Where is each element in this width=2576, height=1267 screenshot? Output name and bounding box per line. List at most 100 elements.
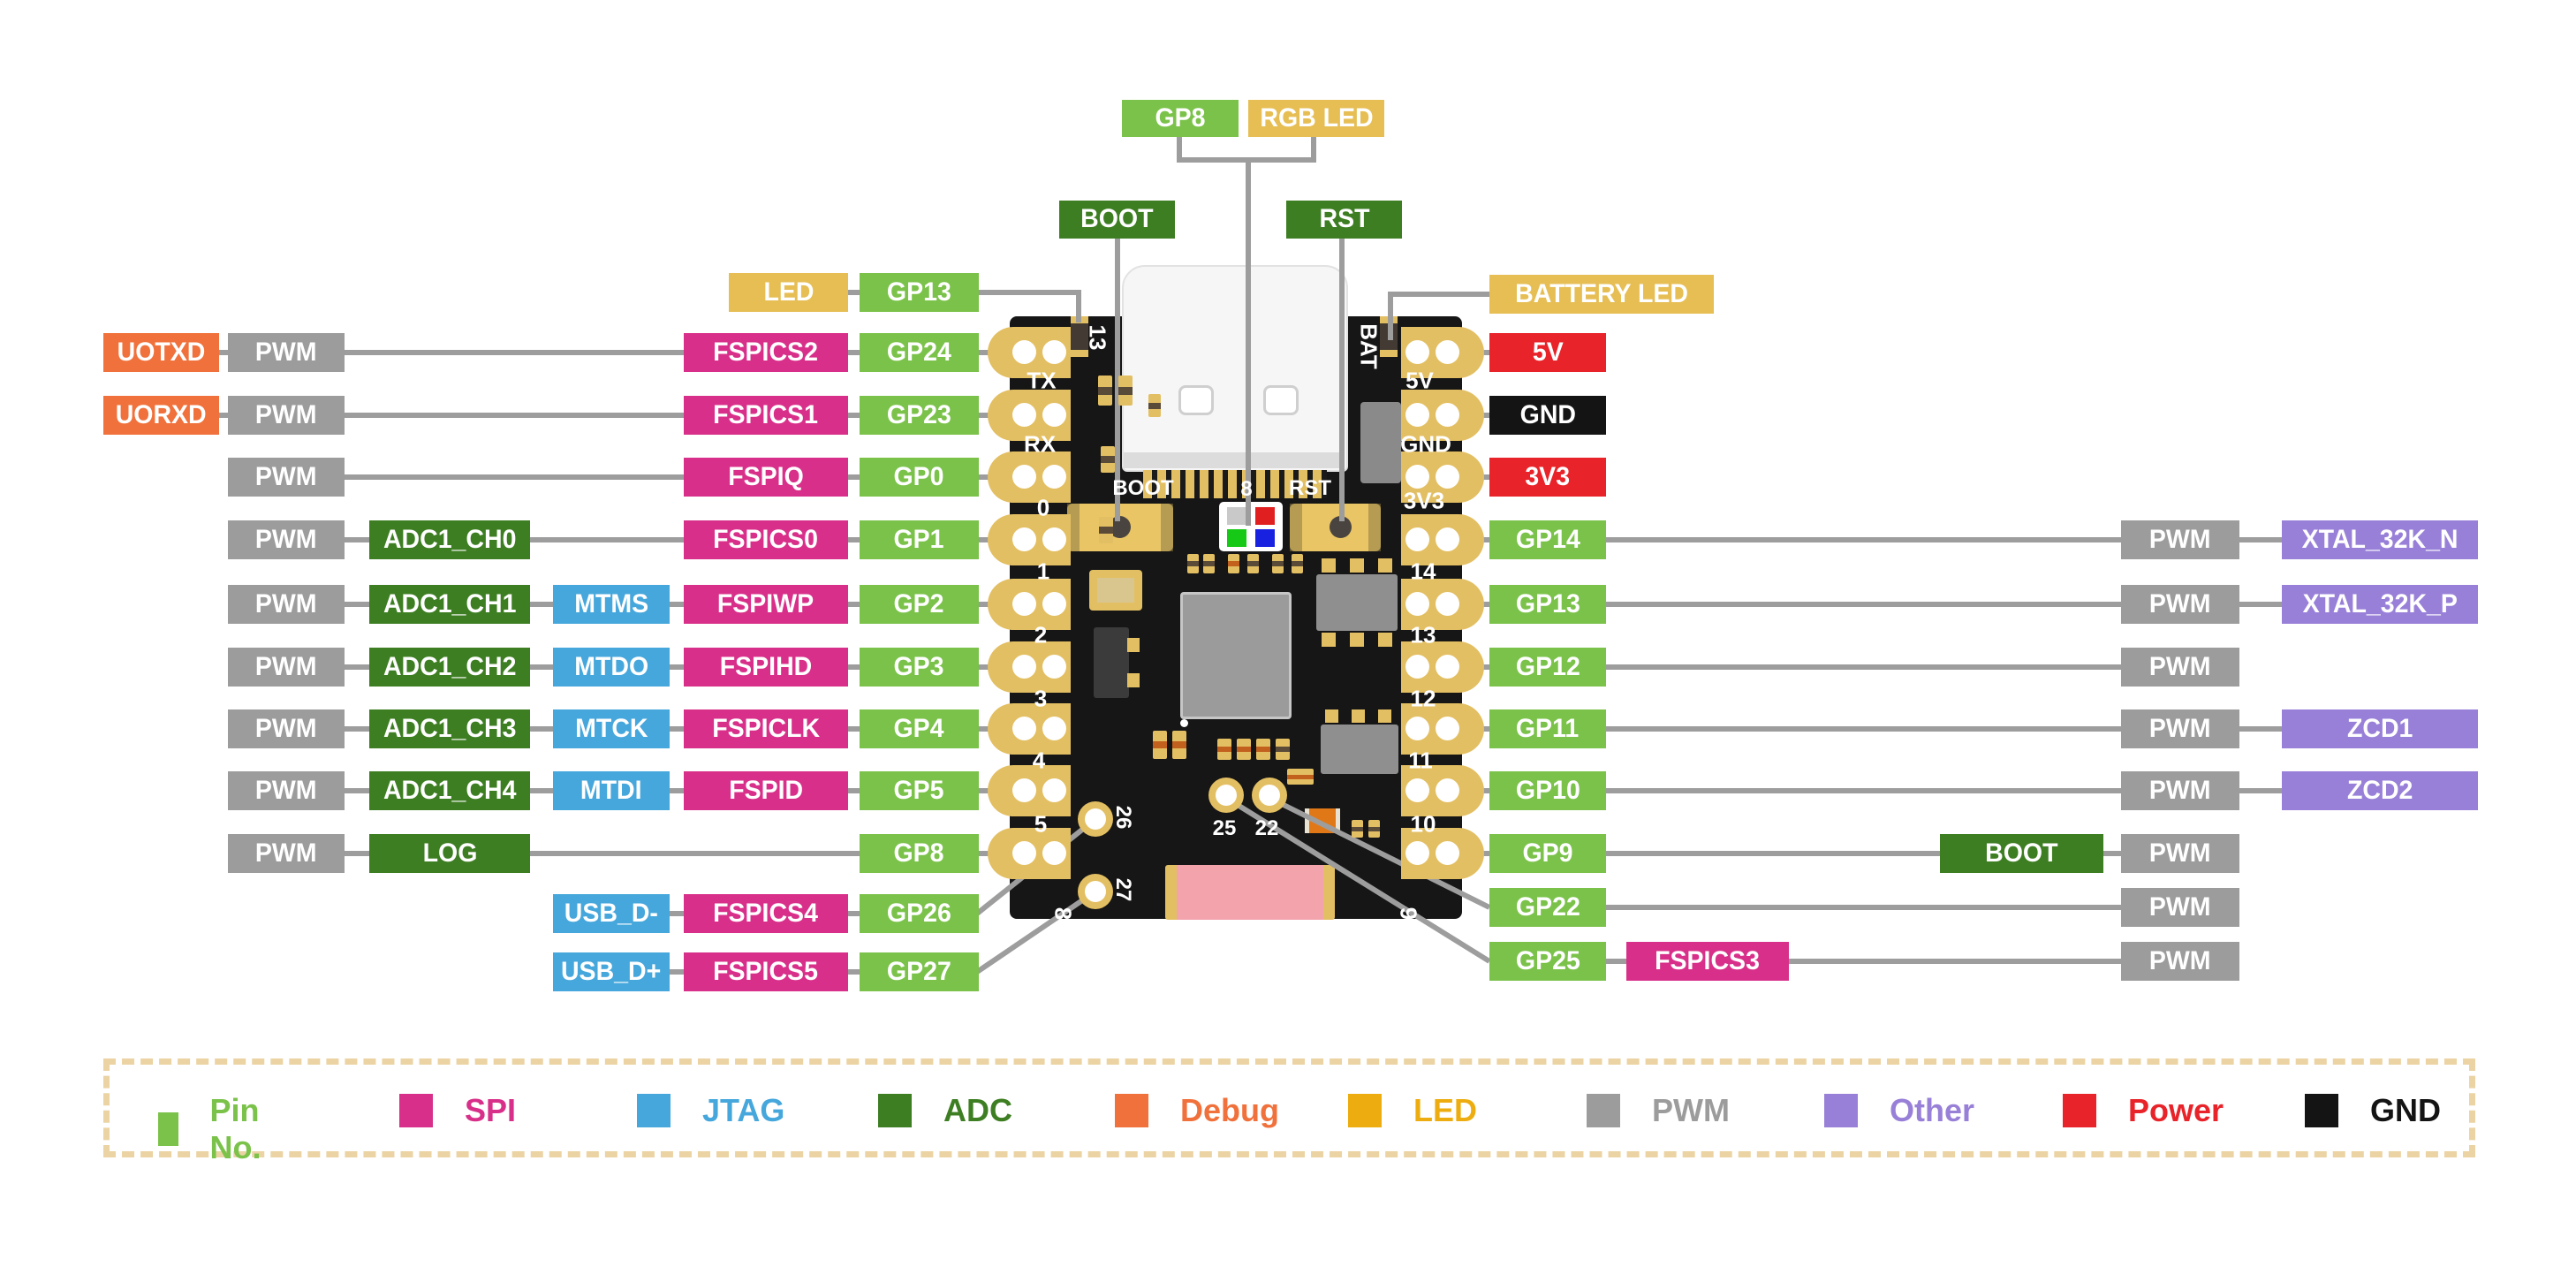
legend-swatch bbox=[637, 1094, 671, 1127]
legend-label: GND bbox=[2370, 1092, 2441, 1128]
wire-link bbox=[846, 474, 861, 480]
wire-link bbox=[343, 664, 371, 670]
pin-label-pwm: PWM bbox=[2121, 942, 2239, 981]
pin-label-gp3: GP3 bbox=[860, 648, 979, 687]
wire-link bbox=[528, 851, 861, 856]
wire-link bbox=[528, 537, 686, 542]
pin-label-text: BOOT bbox=[1985, 838, 2058, 868]
pin-label-gp11: GP11 bbox=[1489, 709, 1606, 748]
pin-label-gp2: GP2 bbox=[860, 585, 979, 624]
wire-link bbox=[846, 290, 861, 295]
wire-gp22 bbox=[1268, 795, 1491, 910]
pin-label-text: GP26 bbox=[887, 899, 951, 928]
pin-label-adc1-ch2: ADC1_CH2 bbox=[369, 648, 530, 687]
pin-label-text: FSPICS1 bbox=[713, 400, 819, 429]
legend-label: ADC bbox=[943, 1092, 1012, 1128]
pin-label-text: GP0 bbox=[893, 462, 945, 491]
pin-label-fspics3: FSPICS3 bbox=[1626, 942, 1789, 981]
pin-label-gp9: GP9 bbox=[1489, 834, 1606, 873]
wire-link bbox=[668, 602, 686, 607]
pin-label-text: MTCK bbox=[574, 714, 648, 743]
pin-label-rgb-led: RGB LED bbox=[1248, 100, 1384, 137]
pin-label-text: BATTERY LED bbox=[1515, 279, 1688, 308]
pin-label-text: GP10 bbox=[1515, 776, 1580, 805]
pin-label-text: 3V3 bbox=[1525, 462, 1571, 491]
pin-label-text: GP5 bbox=[893, 776, 945, 805]
legend-item-led: LED bbox=[1348, 1092, 1477, 1129]
pin-label-gp10: GP10 bbox=[1489, 771, 1606, 810]
pin-label-pwm: PWM bbox=[228, 834, 345, 873]
pin-label-mtdo: MTDO bbox=[553, 648, 670, 687]
pin-label-text: GP27 bbox=[887, 957, 951, 986]
pin-label-zcd2: ZCD2 bbox=[2282, 771, 2478, 810]
legend-swatch bbox=[878, 1094, 912, 1127]
regulator-1-pins bbox=[1322, 558, 1392, 573]
wire-link bbox=[343, 788, 371, 793]
pin-label-fspid: FSPID bbox=[684, 771, 848, 810]
wire-link bbox=[846, 969, 861, 975]
wire-link bbox=[846, 602, 861, 607]
wire-gp26 bbox=[975, 816, 1097, 916]
legend-swatch bbox=[158, 1112, 178, 1146]
legend-item-debug: Debug bbox=[1115, 1092, 1279, 1129]
pin-label-text: FSPIHD bbox=[719, 652, 813, 681]
pin-label-fspics1: FSPICS1 bbox=[684, 396, 848, 435]
pin-label-text: MTMS bbox=[574, 589, 648, 618]
wire-link bbox=[846, 537, 861, 542]
pin-label-pwm: PWM bbox=[228, 771, 345, 810]
pin-label-5v: 5V bbox=[1489, 333, 1606, 372]
wire-link bbox=[528, 726, 555, 732]
pin-label-gp22: GP22 bbox=[1489, 888, 1606, 927]
pin-label-mtdi: MTDI bbox=[553, 771, 670, 810]
pin-label-text: PWM bbox=[2149, 838, 2211, 868]
pin-label-text: FSPIWP bbox=[717, 589, 814, 618]
pin-label-text: FSPICS0 bbox=[713, 525, 819, 554]
pin-label-battery-led: BATTERY LED bbox=[1489, 275, 1714, 314]
wire-link bbox=[668, 664, 686, 670]
pin-label-text: PWM bbox=[2149, 525, 2211, 554]
legend-label: JTAG bbox=[702, 1092, 785, 1128]
pin-label-gp27: GP27 bbox=[860, 952, 979, 991]
wire-link bbox=[1604, 726, 2123, 732]
battery-connector bbox=[1360, 402, 1401, 483]
wire-link bbox=[343, 474, 686, 480]
rst-button-cap-right bbox=[1368, 504, 1381, 551]
wire-link bbox=[846, 788, 861, 793]
pin-label-zcd1: ZCD1 bbox=[2282, 709, 2478, 748]
pin-label-text: 5V bbox=[1532, 338, 1564, 367]
pin-label-text: PWM bbox=[2149, 589, 2211, 618]
pin-label-fspiq: FSPIQ bbox=[684, 458, 848, 497]
pin-label-text: BOOT bbox=[1080, 204, 1154, 233]
wire-link bbox=[846, 664, 861, 670]
legend-label: Power bbox=[2128, 1092, 2224, 1128]
legend-item-pwm: PWM bbox=[1587, 1092, 1730, 1129]
pin-label-gp13: GP13 bbox=[860, 273, 979, 312]
pin-label-gp8: GP8 bbox=[1122, 100, 1239, 137]
pin-label-xtal-32k-p: XTAL_32K_P bbox=[2282, 585, 2478, 624]
pin-label-text: PWM bbox=[255, 652, 317, 681]
wire-link bbox=[2238, 602, 2284, 607]
pin-label-gp13: GP13 bbox=[1489, 585, 1606, 624]
pin-label-text: PWM bbox=[255, 776, 317, 805]
pin-label-text: ADC1_CH2 bbox=[383, 652, 517, 681]
wire-link bbox=[846, 911, 861, 916]
pin-label-text: PWM bbox=[255, 838, 317, 868]
pin-label-pwm: PWM bbox=[228, 458, 345, 497]
wire-left-pads bbox=[977, 350, 1049, 856]
transistor bbox=[1094, 627, 1129, 698]
usb-connector bbox=[1122, 265, 1348, 472]
pin-label-pwm: PWM bbox=[2121, 648, 2239, 687]
fiducial-dot bbox=[1180, 719, 1188, 727]
wire-link bbox=[1604, 602, 2123, 607]
pin-label-gp26: GP26 bbox=[860, 894, 979, 933]
wire-link bbox=[1604, 905, 2123, 910]
pin-label-pwm: PWM bbox=[2121, 520, 2239, 559]
rgb-led bbox=[1219, 502, 1283, 551]
wire-link bbox=[217, 413, 230, 418]
pin-label-text: GP13 bbox=[887, 277, 951, 307]
pin-label-text: GP3 bbox=[893, 652, 945, 681]
wire-link bbox=[528, 788, 555, 793]
antenna bbox=[1165, 865, 1335, 920]
pin-label-3v3: 3V3 bbox=[1489, 458, 1606, 497]
wire-link bbox=[846, 413, 861, 418]
